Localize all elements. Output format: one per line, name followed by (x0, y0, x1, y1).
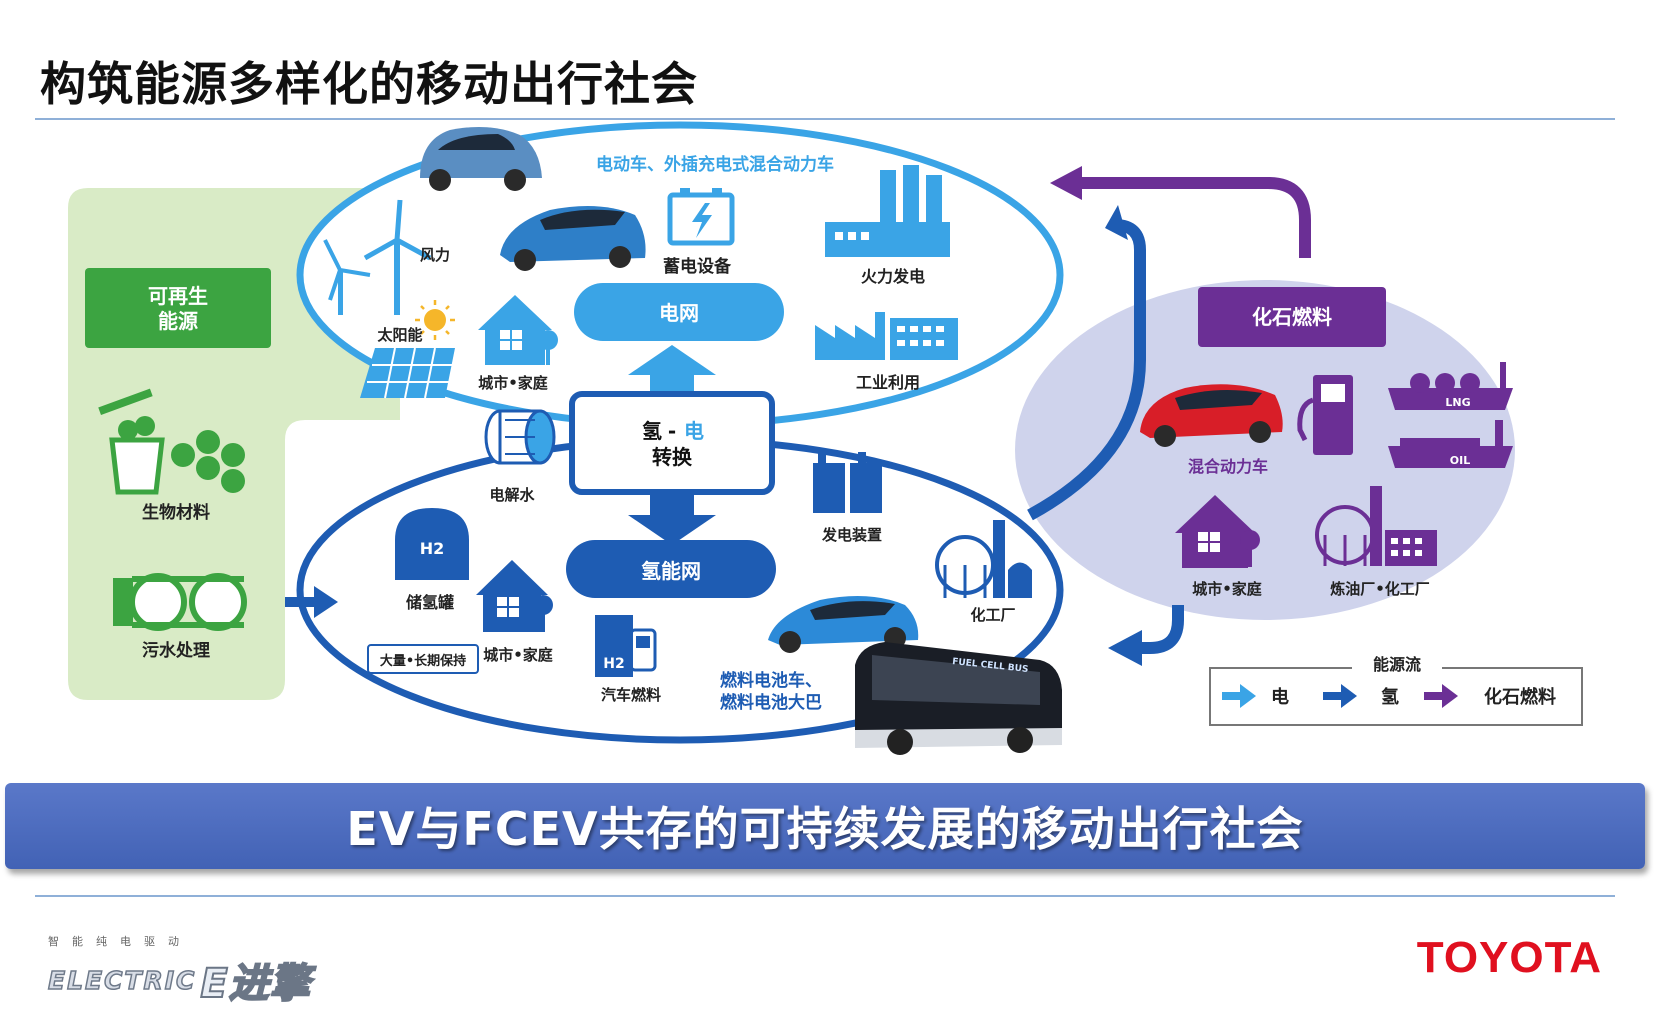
chemical-plant-label: 化工厂 (970, 606, 1015, 624)
legend-fossil-label: 化石燃料 (1484, 686, 1556, 708)
hydrogen-tank-icon (395, 508, 469, 580)
sewage-label: 污水处理 (142, 640, 210, 661)
house-icon-hydrogen (476, 560, 553, 632)
car-fuel-label: 汽车燃料 (601, 686, 661, 704)
e-mark-logo: E进擎 (199, 960, 311, 1008)
hybrid-car-icon (1140, 384, 1283, 447)
storage-label: 蓄电设备 (663, 256, 732, 277)
electric-wordmark: ELECTRIC (47, 965, 197, 996)
fossil-title: 化石燃料 (1252, 305, 1332, 329)
fossil-to-grid-arrow (1080, 177, 1311, 258)
fcv-label-line1: 燃料电池车、 (720, 670, 822, 691)
sun-icon (415, 300, 455, 340)
legend-fossil-arrow (1424, 684, 1458, 708)
refinery-label: 炼油厂•化工厂 (1330, 580, 1430, 598)
factory-icon (815, 312, 958, 360)
ev-car-icon (420, 126, 542, 191)
hydrogen-city-home-label: 城市•家庭 (483, 646, 554, 664)
legend-electricity-arrow (1222, 684, 1256, 708)
hydrogen-grid-pill (566, 540, 776, 598)
sewage-tank-icon (113, 573, 247, 631)
down-arrow (628, 495, 716, 545)
summary-banner: EV与FCEV共存的可持续发展的移动出行社会 (5, 783, 1645, 869)
fuel-pump-icon (595, 615, 657, 677)
fcv-car-icon (768, 596, 919, 653)
legend-box (1209, 667, 1583, 726)
electric-grid-pill (574, 283, 784, 341)
grid-city-home-label: 城市•家庭 (478, 374, 549, 392)
power-plant-icon (825, 165, 950, 257)
lng-label: LNG (1445, 396, 1470, 409)
conversion-line1-b: 电 (684, 419, 704, 443)
energy-diagram: 可再生 能源 生物材料 污水处理 电动车、外插充电式混合动力车 风力 太阳能 蓄… (68, 121, 1583, 755)
renewable-title-box (85, 268, 271, 348)
toyota-logo: TOYOTA (1416, 933, 1602, 982)
pump-h2-label: H2 (603, 656, 624, 672)
summary-banner-text: EV与FCEV共存的可持续发展的移动出行社会 (346, 802, 1304, 856)
bulk-storage-box (367, 644, 479, 674)
tank-h2-label: H2 (420, 539, 445, 558)
phev-car-icon (500, 206, 646, 271)
electric-grid-label: 电网 (659, 301, 699, 325)
ev-phev-label: 电动车、外插充电式混合动力车 (596, 154, 834, 175)
wind-label: 风力 (420, 246, 450, 264)
fossil-city-home-label: 城市•家庭 (1192, 580, 1263, 598)
generator-icon (813, 452, 882, 513)
up-arrow (628, 345, 716, 395)
battery-icon (667, 188, 735, 246)
fcv-label-line2: 燃料电池大巴 (720, 692, 822, 713)
title-divider (35, 118, 1615, 120)
conversion-line2: 转换 (652, 445, 693, 469)
hydrogen-grid-label: 氢能网 (641, 559, 701, 583)
legend-hydrogen-label: 氢 (1381, 686, 1399, 708)
legend-hydrogen-arrow (1323, 684, 1357, 708)
electrolysis-icon (484, 409, 556, 465)
oil-ship-icon (1388, 420, 1513, 468)
solar-label: 太阳能 (377, 326, 422, 344)
house-icon (478, 295, 558, 365)
footer-tagline: 智能纯电驱动 (48, 935, 192, 948)
hydrogen-to-grid-arrow (1027, 219, 1146, 521)
electrolysis-label: 电解水 (489, 486, 535, 504)
house-icon-fossil (1175, 495, 1260, 568)
bulk-storage-label: 大量•长期保持 (380, 653, 466, 669)
conversion-box (569, 391, 775, 495)
biomass-label: 生物材料 (142, 502, 210, 523)
lng-ship-icon (1388, 362, 1513, 410)
conversion-line1-sep: - (668, 419, 676, 443)
power-device-label: 发电装置 (821, 526, 882, 544)
page-title: 构筑能源多样化的移动出行社会 (40, 57, 698, 111)
conversion-line1-a: 氢 (642, 419, 662, 443)
electric-logo: 智能纯电驱动 ELECTRIC E进擎 (47, 933, 311, 1009)
biomass-icon (98, 388, 245, 495)
gas-pump-icon (1297, 375, 1353, 455)
fossil-to-hydrogen-arrow (1140, 605, 1184, 654)
industrial-label: 工业利用 (856, 373, 920, 392)
hybrid-label: 混合动力车 (1188, 457, 1268, 476)
renewable-title-line2: 能源 (158, 309, 198, 333)
legend-electricity-label: 电 (1271, 686, 1289, 708)
wind-turbine-icon (323, 199, 432, 315)
footer-divider (35, 895, 1615, 897)
legend-title: 能源流 (1373, 655, 1421, 674)
chemical-plant-icon (935, 520, 1032, 598)
fuel-cell-bus-icon (855, 642, 1062, 755)
tank-label: 储氢罐 (405, 593, 454, 612)
fossil-title-box (1198, 287, 1386, 347)
solar-panel-icon (360, 347, 455, 399)
oil-label: OIL (1450, 454, 1470, 467)
renewable-title-line1: 可再生 (148, 284, 208, 308)
thermal-label: 火力发电 (861, 267, 925, 286)
refinery-icon (1315, 486, 1437, 566)
